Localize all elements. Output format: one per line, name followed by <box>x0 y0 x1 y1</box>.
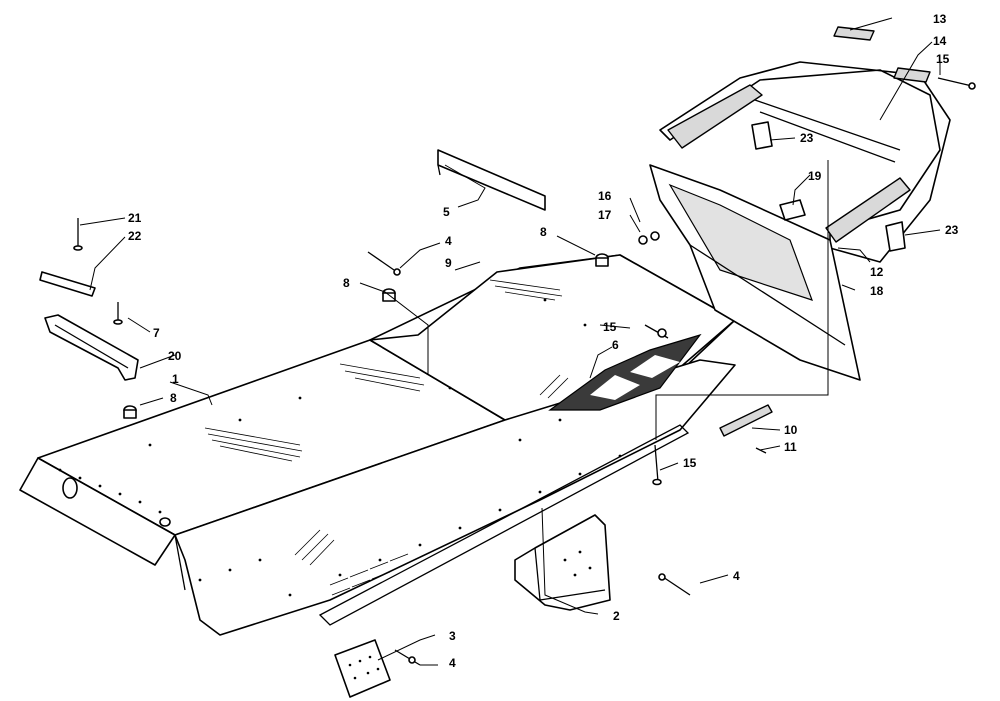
callout-13: 13 <box>933 12 947 26</box>
callout-4: 4 <box>445 234 452 248</box>
rear-bumper-part <box>649 26 951 381</box>
callout-8: 8 <box>170 391 177 405</box>
callout-1: 1 <box>172 372 179 386</box>
callout-16: 16 <box>598 189 612 203</box>
callout-18: 18 <box>870 284 884 298</box>
callout-2: 2 <box>613 609 620 623</box>
leader-lines <box>79 17 941 666</box>
tunnel-part <box>19 254 736 636</box>
plug-part <box>123 253 609 419</box>
callout-20: 20 <box>168 349 182 363</box>
callout-17: 17 <box>598 208 612 222</box>
callout-21: 21 <box>128 211 142 225</box>
fastener-part <box>73 77 976 666</box>
callout-labels: 1 2 3 4 4 4 5 6 7 8 8 8 9 10 11 12 13 14… <box>128 12 959 670</box>
callout-19: 19 <box>808 169 822 183</box>
callout-15: 15 <box>936 52 950 66</box>
callout-12: 12 <box>870 265 884 279</box>
callout-8: 8 <box>343 276 350 290</box>
plate-part <box>39 271 96 297</box>
bracket-part <box>44 314 139 381</box>
callout-23: 23 <box>945 223 959 237</box>
callout-8: 8 <box>540 225 547 239</box>
callout-9: 9 <box>445 256 452 270</box>
pad-part <box>719 404 773 437</box>
callout-4: 4 <box>733 569 740 583</box>
callout-23: 23 <box>800 131 814 145</box>
mount-bracket-part <box>514 514 611 611</box>
callout-22: 22 <box>128 229 142 243</box>
callout-5: 5 <box>443 205 450 219</box>
backing-plate-part <box>334 639 391 698</box>
callout-11: 11 <box>784 440 797 454</box>
decal-part <box>548 333 702 411</box>
callout-15: 15 <box>683 456 697 470</box>
callout-7: 7 <box>153 326 160 340</box>
strip-part <box>437 149 546 211</box>
callout-15: 15 <box>603 320 617 334</box>
callout-14: 14 <box>933 34 947 48</box>
callout-3: 3 <box>449 629 456 643</box>
callout-4: 4 <box>449 656 456 670</box>
callout-10: 10 <box>784 423 798 437</box>
callout-6: 6 <box>612 338 619 352</box>
